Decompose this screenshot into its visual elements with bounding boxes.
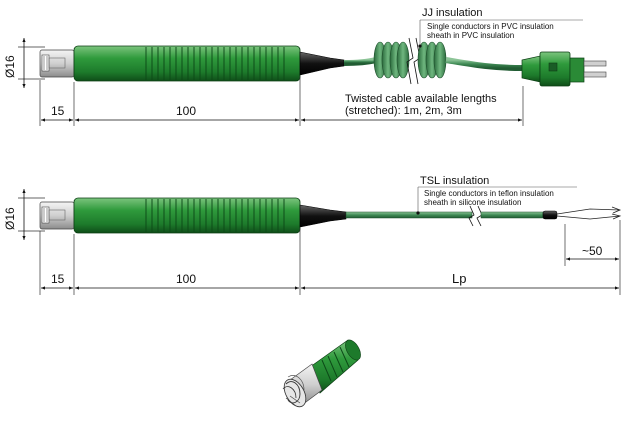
top-insulation-title: JJ insulation xyxy=(422,7,483,19)
bottom-diameter-label: Ø16 xyxy=(3,207,17,230)
top-handle-length-label: 100 xyxy=(176,104,196,118)
bottom-cable-length-label: Lp xyxy=(452,271,466,286)
top-insulation-line2: sheath in PVC insulation xyxy=(427,31,514,40)
bottom-cable-right xyxy=(480,211,544,219)
top-diameter-label: Ø16 xyxy=(3,55,17,78)
top-insulation-line1: Single conductors in PVC insulation xyxy=(427,22,554,31)
bottom-cable-left xyxy=(345,211,473,219)
bottom-handle xyxy=(73,197,301,234)
bottom-tip-length-label: 15 xyxy=(51,272,65,286)
bottom-wire-ends xyxy=(556,208,621,215)
bottom-insulation-title: TSL insulation xyxy=(420,175,489,187)
probe-bottom: Ø16 xyxy=(3,175,622,295)
top-strain-relief xyxy=(299,51,345,76)
top-tip-length-label: 15 xyxy=(51,104,65,118)
top-break-mark xyxy=(406,37,414,85)
bottom-insulation-line2: sheath in silicone insulation xyxy=(424,198,521,207)
top-coiled-cable-left xyxy=(373,41,410,79)
bottom-strain-relief xyxy=(299,204,347,228)
top-thermocouple-connector xyxy=(521,51,607,87)
top-coiled-cable-right xyxy=(417,41,447,79)
bottom-insulation-line1: Single conductors in teflon insulation xyxy=(424,189,554,198)
bottom-wire-end-label: ~50 xyxy=(582,244,603,258)
bottom-break-mark xyxy=(468,205,475,227)
top-cable-note-line2: (stretched): 1m, 2m, 3m xyxy=(345,105,462,117)
top-handle xyxy=(73,45,301,82)
bottom-handle-length-label: 100 xyxy=(176,272,196,286)
probe-tip-3d-detail xyxy=(282,339,361,408)
top-cable-note-line1: Twisted cable available lengths xyxy=(345,93,497,105)
probe-top: Ø16 xyxy=(3,7,607,126)
